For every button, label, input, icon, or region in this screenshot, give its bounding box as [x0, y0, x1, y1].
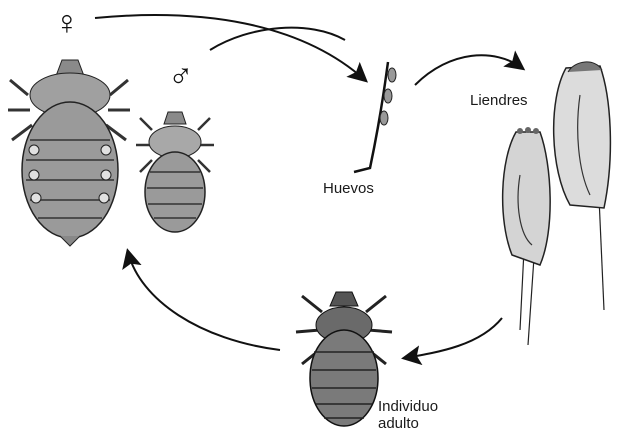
female-symbol-icon: ♀: [54, 6, 80, 40]
nits-label: Liendres: [470, 92, 528, 109]
arrow-eggs-to-nits: [415, 55, 522, 85]
arrow-female-to-eggs: [95, 15, 365, 80]
male-symbol-icon: ♂: [168, 58, 194, 92]
eggs-label: Huevos: [323, 180, 374, 197]
eggs-on-hair: [354, 62, 396, 172]
male-louse: [136, 112, 214, 232]
arrow-adult-to-female: [128, 252, 280, 350]
adult-label: Individuo adulto: [378, 398, 468, 433]
female-louse: [8, 60, 130, 246]
arrow-nits-to-adult: [405, 318, 502, 358]
